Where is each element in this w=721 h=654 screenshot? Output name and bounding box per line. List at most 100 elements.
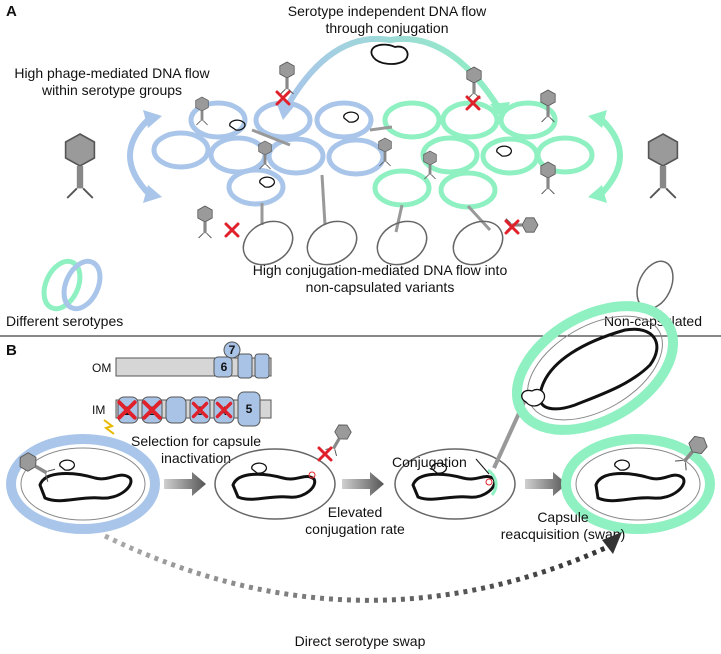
step-arrow [525, 472, 567, 496]
noncapsulated-cell [242, 220, 294, 266]
green-cell [372, 168, 432, 208]
protein-number: 6 [221, 360, 228, 374]
chromosome [538, 327, 659, 411]
protein-number: 5 [246, 402, 253, 416]
panel-b-letter: B [6, 342, 17, 359]
blue-cell [208, 135, 268, 175]
noncapsulated-cell [394, 448, 516, 520]
step-arrow [342, 472, 384, 496]
inactivation-x-icon [224, 222, 240, 238]
plasmid-transfer-icon [521, 388, 546, 407]
step-arrow [164, 472, 206, 496]
chromosome [38, 472, 133, 503]
legend-serotype-blue [61, 258, 103, 312]
conjugation-arc-arrowhead-left [276, 102, 296, 120]
protein-block [165, 396, 187, 424]
pilus [251, 128, 291, 147]
phage-icon [279, 61, 295, 95]
conjugation-label: Conjugation [392, 454, 467, 470]
direct-swap-arrowhead [602, 532, 622, 554]
plasmid-icon [431, 462, 448, 474]
protein-block [237, 391, 261, 427]
om-label: OM [92, 361, 111, 375]
panel-a-title-line1: Serotype independent DNA flow [288, 3, 487, 19]
chromosome [411, 472, 497, 501]
phage-flow-arc-left [127, 115, 153, 198]
plasmid-icon [59, 459, 76, 471]
phage-flow-arrowhead-bottom-right [588, 185, 607, 203]
chromosome [594, 472, 686, 503]
pilus [369, 125, 393, 132]
plasmid-icon [614, 459, 631, 471]
blue-cell [226, 167, 286, 207]
blue-cell [326, 137, 386, 177]
phage-flow-arrowhead-bottom-left [143, 185, 162, 203]
green-cell [535, 135, 595, 175]
cell-membrane [20, 447, 146, 521]
chromosome [231, 472, 317, 501]
pilus [466, 204, 492, 232]
plasmid-icon [496, 145, 513, 157]
inactivation-x-icon [504, 219, 520, 235]
phage-flow-label-line2: within serotype groups [41, 82, 182, 98]
conj-flow-label-line1: High conjugation-mediated DNA flow into [253, 262, 508, 278]
legend-serotype-green [41, 258, 83, 312]
phage-icon [540, 161, 556, 195]
capsule-label-line2: reacquisition (swap) [501, 526, 626, 542]
plasmid-icon [370, 43, 409, 65]
legend-noncapsulated-label: Non-capsulated [604, 313, 702, 329]
green-capsule [561, 434, 715, 534]
noncapsulated-cell [452, 220, 504, 266]
pilus [394, 204, 404, 233]
incoming-capsule-dna [487, 468, 498, 496]
capsule-label-line1: Capsule [537, 509, 589, 525]
phage-flow-arrowhead-top-left [143, 110, 162, 128]
conjugation-arc-arrowhead-right [490, 102, 510, 120]
green-cell [420, 135, 480, 175]
noncapsulated-cell [214, 448, 336, 520]
im-label: IM [92, 403, 105, 417]
direct-swap-arc [103, 533, 614, 603]
green-cell-group [372, 100, 595, 210]
conjugation-pointer [475, 458, 490, 475]
protein-block [254, 353, 270, 379]
plasmid-icon [251, 462, 268, 474]
green-donor-cell [511, 301, 679, 435]
protein-block [213, 356, 233, 378]
phage-icon [647, 133, 679, 199]
phage-icon [64, 133, 96, 199]
cell-membrane [575, 447, 701, 521]
direct-swap-label: Direct serotype swap [295, 633, 426, 649]
phage-icon [197, 205, 213, 239]
pilus [320, 174, 327, 226]
phage-flow-arc-right [597, 115, 623, 198]
elevated-label-line2: conjugation rate [305, 521, 405, 537]
green-cell [498, 100, 558, 140]
plasmid-icon [229, 119, 246, 131]
protein-block [223, 341, 241, 359]
selection-label-line1: Selection for capsule [131, 433, 261, 449]
green-cell [480, 136, 540, 176]
selection-label-line2: inactivation [161, 450, 231, 466]
blue-cell [253, 100, 313, 140]
receptor-site [308, 471, 316, 479]
green-cell [440, 100, 500, 140]
elevated-label-line1: Elevated [328, 504, 382, 520]
panel-a-title-line2: through conjugation [326, 20, 449, 36]
panel-a-letter: A [6, 3, 17, 20]
blue-capsule [6, 434, 160, 534]
inactivation-x-icon [317, 446, 333, 462]
green-cell [438, 170, 498, 210]
green-cell [382, 100, 442, 140]
plasmid-icon [343, 111, 360, 123]
blue-cell [151, 130, 211, 170]
blue-cell [314, 100, 374, 140]
protein-number: 7 [229, 343, 236, 357]
blue-cell [266, 136, 326, 176]
phage-flow-label-line1: High phage-mediated DNA flow [14, 65, 210, 81]
protein-block [237, 353, 253, 379]
lightning-icon [103, 419, 115, 435]
blue-cell-group [151, 100, 386, 207]
noncapsulated-cell [306, 220, 358, 266]
